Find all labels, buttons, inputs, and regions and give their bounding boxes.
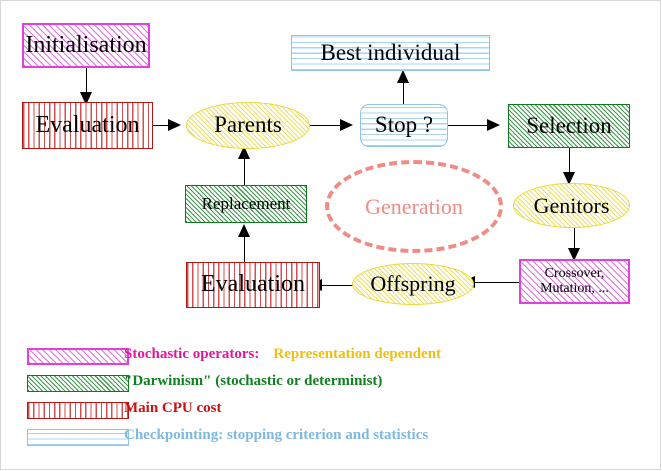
arrowhead-stop-to-best-individual [397, 70, 409, 83]
connector-stop-to-selection [448, 125, 494, 127]
crossover-mutation-line-2: Mutation, ... [540, 280, 609, 296]
connector-replacement-to-parents [244, 152, 246, 185]
node-initialisation[interactable]: Initialisation [22, 23, 150, 68]
arrowhead-initialisation-to-evaluation [80, 92, 92, 105]
node-stop[interactable]: Stop ? [360, 104, 448, 147]
connector-initialisation-to-evaluation [86, 68, 88, 95]
arrowhead-stop-to-selection [487, 119, 500, 131]
connector-stop-to-best-individual [403, 76, 405, 105]
legend-label-main-cpu-cost: Main CPU cost [124, 400, 222, 416]
node-selection[interactable]: Selection [508, 104, 630, 148]
node-crossover-mutation[interactable]: Crossover, Mutation, ... [519, 259, 630, 304]
legend-swatch-stochastic-operators [27, 348, 129, 365]
legend-label-stochastic-operators: Stochastic operators: Representation depe… [124, 346, 441, 363]
legend-label-stochastic-operators-text: Stochastic operators: [124, 346, 260, 362]
node-replacement[interactable]: Replacement [185, 185, 307, 223]
arrowhead-parents-to-stop [340, 119, 353, 131]
node-genitors[interactable]: Genitors [513, 183, 630, 228]
legend-swatch-checkpointing [27, 429, 129, 446]
legend-label-darwinism: "Darwinism" (stochastic or determinist) [124, 373, 383, 389]
arrowhead-genitors-to-crossover [568, 248, 580, 261]
node-generation-loop: Generation [325, 160, 503, 253]
arrowhead-evaluation-to-replacement [238, 224, 250, 237]
connector-selection-to-genitors [569, 148, 571, 175]
crossover-mutation-line-1: Crossover, [544, 265, 605, 281]
legend-label-representation-dependent-text: Representation dependent [273, 346, 442, 362]
node-evaluation-bottom[interactable]: Evaluation [186, 262, 320, 308]
connector-crossover-to-offspring [474, 282, 519, 284]
arrowhead-selection-to-genitors [563, 172, 575, 185]
connector-evaluation-to-parents [153, 125, 179, 127]
legend-label-checkpointing: Checkpointing: stopping criterion and st… [124, 427, 429, 443]
node-best-individual[interactable]: Best individual [291, 35, 490, 71]
arrowhead-replacement-to-parents [238, 146, 250, 159]
connector-offspring-to-evaluation [320, 285, 353, 287]
legend-swatch-main-cpu-cost [27, 402, 129, 419]
node-parents[interactable]: Parents [186, 102, 310, 149]
connector-evaluation-to-replacement [244, 230, 246, 263]
arrowhead-evaluation-to-parents [168, 119, 181, 131]
connector-parents-to-stop [308, 125, 348, 127]
legend-swatch-darwinism [27, 375, 129, 392]
node-evaluation-top[interactable]: Evaluation [22, 102, 153, 149]
node-offspring[interactable]: Offspring [352, 263, 474, 305]
connector-genitors-to-crossover [574, 228, 576, 252]
